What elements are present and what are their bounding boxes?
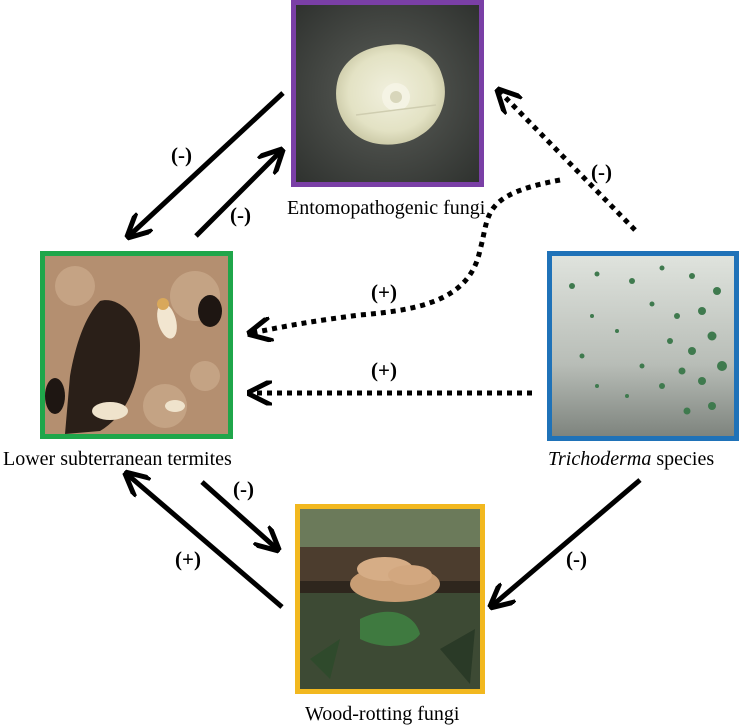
arrow-termites-to-entomopathogenic [194, 152, 280, 238]
sign-trichoderma-to-termites-straight: (+) [371, 358, 397, 382]
entomopathogenic-fungi-label: Entomopathogenic fungi [287, 197, 486, 219]
arrow-trichoderma-to-entomopathogenic [500, 92, 637, 232]
wood-rotting-fungi-image [295, 504, 485, 694]
entomopathogenic-fungi-image [291, 0, 484, 187]
wood-rotting-fungi-label: Wood-rotting fungi [305, 703, 460, 725]
trichoderma-label-italic: Trichoderma [548, 448, 652, 470]
arrow-trichoderma-to-wood-rotting [493, 478, 642, 605]
termites-label: Lower subterranean termites [3, 448, 232, 470]
arrow-entomopathogenic-to-termites [130, 91, 285, 235]
sign-trichoderma-to-entomopathogenic: (-) [591, 160, 612, 184]
sign-termites-to-entomopathogenic: (-) [230, 203, 251, 227]
sign-entomopathogenic-to-termites: (-) [171, 143, 192, 167]
arrow-termites-to-wood-rotting [200, 480, 276, 548]
sign-wood-rotting-to-termites: (+) [175, 547, 201, 571]
arrow-wood-rotting-to-termites [128, 475, 284, 609]
arrow-trichoderma-to-termites-curved [252, 177, 561, 333]
sign-trichoderma-to-termites-curved: (+) [371, 280, 397, 304]
trichoderma-image [547, 251, 739, 441]
termites-image [40, 251, 233, 439]
sign-termites-to-wood-rotting: (-) [233, 477, 254, 501]
trichoderma-label-rest: species [651, 448, 715, 470]
trichoderma-label: Trichoderma species [548, 449, 714, 469]
sign-trichoderma-to-wood-rotting: (-) [566, 547, 587, 571]
